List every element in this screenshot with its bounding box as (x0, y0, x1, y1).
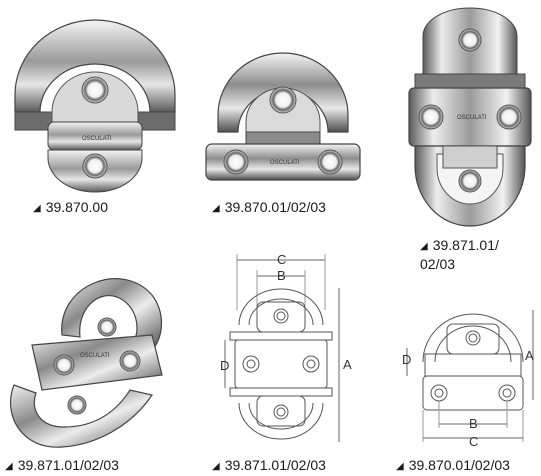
dimension-label-d: D (220, 358, 229, 373)
technical-drawing-39-871: C B D A (215, 250, 355, 455)
dimension-label-c: C (277, 252, 286, 267)
product-photo-39-871-01-folded: OSCULATI (2, 265, 172, 455)
product-code-39-871-01-02-03-top: ◢39.871.01/ 02/03 (420, 237, 499, 272)
triangle-marker-icon: ◢ (212, 203, 220, 214)
dimension-label-b: B (469, 416, 478, 431)
product-photo-39-871-01-top: OSCULATI (405, 6, 535, 234)
brand-mark: OSCULATI (457, 115, 487, 121)
dimension-label-b: B (277, 268, 286, 283)
triangle-marker-icon: ◢ (420, 241, 428, 252)
triangle-marker-icon: ◢ (33, 203, 41, 214)
technical-drawing-39-870: A D B C (395, 290, 541, 452)
product-code-39-871-drawing: ◢39.871.01/02/03 (212, 457, 326, 473)
product-code-39-871-01-02-03-bottom: ◢39.871.01/02/03 (5, 457, 119, 473)
triangle-marker-icon: ◢ (396, 461, 404, 472)
dimension-label-a: A (343, 357, 352, 372)
triangle-marker-icon: ◢ (212, 461, 220, 472)
product-photo-39-870-00: OSCULATI (10, 19, 180, 193)
dimension-label-a: A (525, 348, 534, 363)
product-photo-39-870-01: OSCULATI (198, 40, 368, 192)
brand-mark: OSCULATI (270, 160, 300, 166)
triangle-marker-icon: ◢ (5, 461, 13, 472)
dimension-label-c: C (469, 434, 478, 449)
product-code-39-870-drawing: ◢39.870.01/02/03 (396, 457, 510, 473)
brand-mark: OSCULATI (80, 353, 110, 359)
product-code-39-870-01-02-03: ◢39.870.01/02/03 (212, 199, 326, 215)
brand-mark: OSCULATI (82, 136, 112, 142)
product-code-39-870-00: ◢39.870.00 (33, 199, 108, 215)
dimension-label-d: D (402, 352, 411, 367)
